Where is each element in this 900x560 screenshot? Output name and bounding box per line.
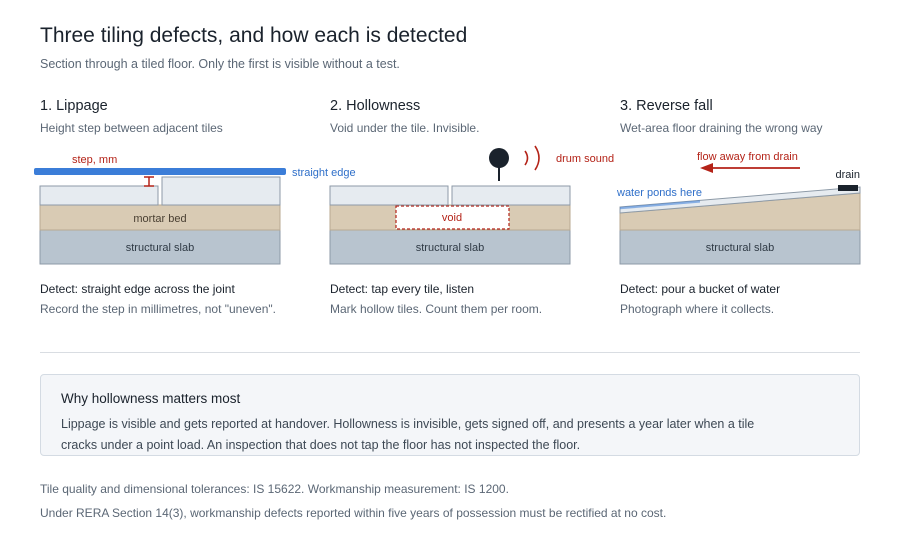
tile-right-raised — [161, 176, 281, 206]
lippage-detect-note: Record the step in millimetres, not "une… — [40, 302, 276, 316]
flow-arrow-icon — [700, 163, 800, 173]
hollowness-column: 2. Hollowness Void under the tile. Invis… — [330, 98, 580, 135]
void-area — [395, 205, 510, 230]
hollowness-detect-note: Mark hollow tiles. Count them per room. — [330, 302, 543, 316]
defect-diagrams: structural slab mortar bed straight edge… — [34, 145, 861, 265]
reverse-fall-heading: 3. Reverse fall — [620, 98, 713, 114]
tile-right — [451, 185, 571, 206]
standards-footnote: Tile quality and dimensional tolerances:… — [40, 482, 509, 496]
callout-body: Lippage is visible and gets reported at … — [61, 417, 755, 452]
callout-title: Why hollowness matters most — [61, 391, 241, 406]
tile-left — [329, 185, 449, 206]
drain-label: drain — [836, 169, 860, 181]
reverse-fall-subheading: Wet-area floor draining the wrong way — [620, 121, 823, 135]
rera-footnote: Under RERA Section 14(3), workmanship de… — [40, 506, 667, 520]
lippage-detect: Detect: straight edge across the joint R… — [40, 282, 300, 316]
drain-marker — [838, 185, 858, 191]
structural-slab — [39, 229, 281, 265]
hollowness-detect-method: Detect: tap every tile, listen — [330, 282, 475, 296]
reverse-fall-diagram: structural slab water ponds here drain f… — [616, 151, 861, 265]
section-divider — [40, 352, 860, 353]
page-title: Three tiling defects, and how each is de… — [40, 24, 468, 47]
lippage-subheading: Height step between adjacent tiles — [40, 121, 223, 135]
reverse-fall-detect-note: Photograph where it collects. — [620, 302, 775, 316]
slab-label: structural slab — [706, 242, 774, 254]
lippage-column: 1. Lippage Height step between adjacent … — [40, 98, 290, 135]
ponded-water — [620, 200, 700, 210]
straight-edge-label: straight edge — [292, 167, 356, 179]
page-subtitle: Section through a tiled floor. Only the … — [40, 57, 400, 71]
step-marker — [144, 176, 154, 187]
flow-label: flow away from drain — [697, 151, 798, 163]
hollowness-callout: Why hollowness matters most Lippage is v… — [40, 374, 860, 456]
slab-label: structural slab — [126, 242, 194, 254]
hollowness-diagram: structural slab void drum sound — [329, 145, 614, 265]
ponds-label: water ponds here — [616, 187, 702, 199]
reverse-fall-detect: Detect: pour a bucket of water Photograp… — [620, 282, 880, 316]
reverse-fall-detect-method: Detect: pour a bucket of water — [620, 282, 781, 296]
lippage-diagram: structural slab mortar bed straight edge… — [34, 154, 356, 265]
straight-edge — [34, 168, 286, 175]
sound-waves-icon — [524, 145, 540, 171]
sloped-tile — [619, 186, 861, 214]
mortar-label: mortar bed — [133, 213, 186, 225]
structural-slab — [619, 229, 861, 265]
drum-sound-label: drum sound — [556, 153, 614, 165]
mortar-bed — [39, 204, 281, 231]
hammer-icon — [489, 148, 509, 181]
void-label: void — [442, 212, 462, 224]
slab-label: structural slab — [416, 242, 484, 254]
lippage-detect-method: Detect: straight edge across the joint — [40, 282, 235, 296]
reverse-fall-column: 3. Reverse fall Wet-area floor draining … — [620, 98, 870, 135]
hollowness-subheading: Void under the tile. Invisible. — [330, 121, 480, 135]
tile-left — [39, 185, 159, 206]
structural-slab — [329, 229, 571, 265]
lippage-heading: 1. Lippage — [40, 98, 108, 114]
hollowness-heading: 2. Hollowness — [330, 98, 421, 114]
step-label: step, mm — [72, 154, 117, 166]
hollowness-detect: Detect: tap every tile, listen Mark holl… — [330, 282, 590, 316]
